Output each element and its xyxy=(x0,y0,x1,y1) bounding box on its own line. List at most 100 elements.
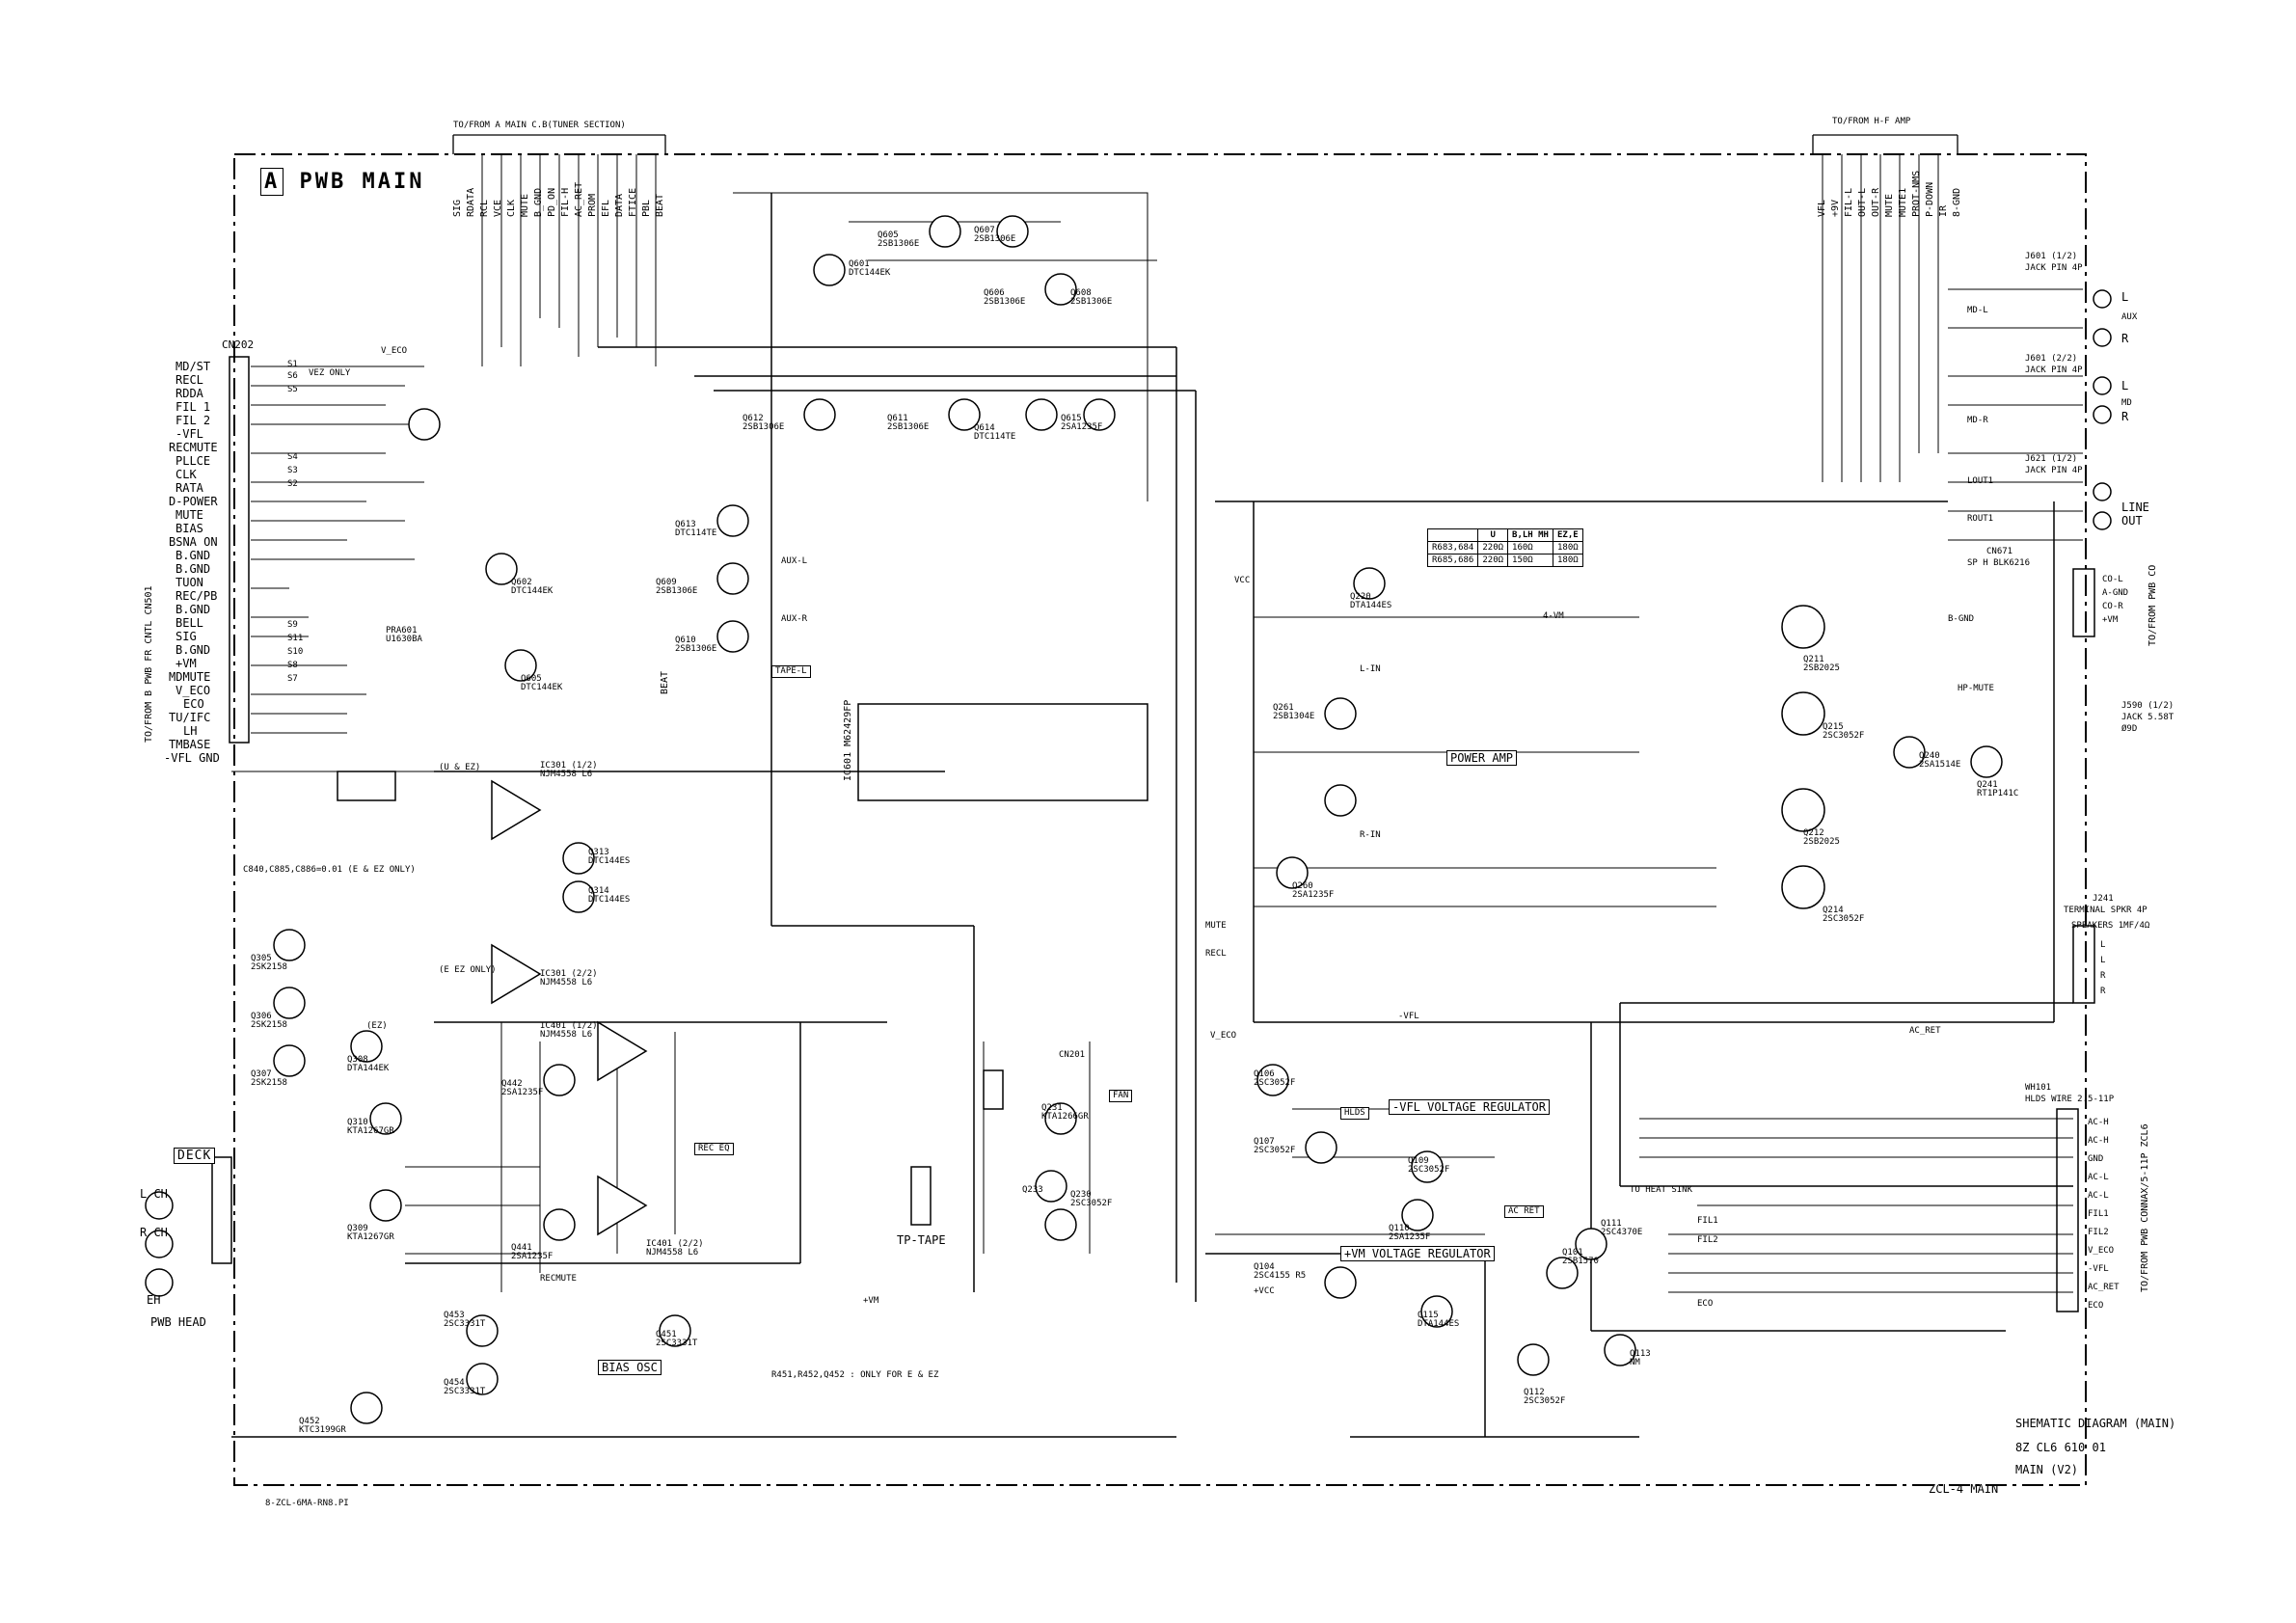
transistor-part: DTC144EK xyxy=(849,268,891,278)
tp-tape-label: TP-TAPE xyxy=(897,1233,946,1247)
transistor-ref: Q104 xyxy=(1254,1262,1275,1272)
cn202-pin: TUON xyxy=(176,576,203,589)
transistor-part: 2SB1306E xyxy=(675,644,717,654)
transistor-part: 2SC3052F xyxy=(1408,1165,1450,1175)
ic601-part: M62429FP xyxy=(843,699,853,746)
jack-ref: J601 (2/2) xyxy=(2025,354,2078,364)
cn202-net: S10 xyxy=(287,647,304,657)
cn202-pin: B.GND xyxy=(176,643,211,657)
net-label: FIL1 xyxy=(1697,1216,1718,1226)
transistor-part: 2SC4155 R5 xyxy=(1254,1271,1307,1281)
table-row: R683,684 220Ω 160Ω 180Ω xyxy=(1426,541,1583,555)
ic301b-label: IC301 (2/2) NJM4558 L6 xyxy=(540,970,598,987)
jack-pin: L xyxy=(2121,290,2129,304)
table-cell: 160Ω xyxy=(1507,541,1553,555)
transistor-ref: Q314 xyxy=(588,886,609,896)
cn671-pin: A-GND xyxy=(2102,588,2129,598)
tuner-header: TO/FROM A MAIN C.B(TUNER SECTION) xyxy=(453,121,626,130)
transistor-ref: Q260 xyxy=(1292,881,1313,891)
transistor-part: DTA144ES xyxy=(1418,1319,1460,1329)
net-label: L-IN xyxy=(1360,664,1381,674)
op-amps xyxy=(491,779,648,1236)
transistor-ref: Q113 xyxy=(1630,1349,1651,1359)
hfamp-pin: P-DOWN xyxy=(1925,181,1935,217)
transistor-part: 2SB1306E xyxy=(887,422,930,432)
hfamp-header: TO/FROM H-F AMP xyxy=(1832,117,1911,126)
j241-pin: R xyxy=(2100,971,2106,981)
cn202-net: S2 xyxy=(287,479,298,489)
net-label: FIL2 xyxy=(1697,1235,1718,1245)
transistor-ref: Q310 xyxy=(347,1118,368,1127)
wh101-pin: FIL2 xyxy=(2088,1228,2109,1237)
tuner-pin: AC_RET xyxy=(574,181,584,217)
hfamp-pin: PROT-NMS xyxy=(1911,170,1922,217)
j241-pin: L xyxy=(2100,940,2106,950)
jack-desc: JACK PIN 4P xyxy=(2025,365,2083,375)
net-label: AUX-L xyxy=(781,556,808,566)
deck-input: R CH xyxy=(140,1226,168,1239)
transistor-part: 2SB1306E xyxy=(1070,297,1113,307)
transistor-ref: Q608 xyxy=(1070,288,1092,298)
transistor-part: 2SK2158 xyxy=(251,1078,287,1088)
cn202-pin: -VFL GND xyxy=(164,751,220,765)
net-label: RECL xyxy=(1205,949,1227,959)
table-header xyxy=(1426,528,1479,542)
jack-ref: J601 (1/2) xyxy=(2025,252,2078,261)
cn202-pin: RDDA xyxy=(176,387,203,400)
tuner-pin: FIL-H xyxy=(560,187,571,217)
cn202-pin: B.GND xyxy=(176,549,211,562)
transistor-part: 2SC3052F xyxy=(1070,1199,1113,1208)
transistor-ref: Q614 xyxy=(974,423,995,433)
vfl-reg-label: -VFL VOLTAGE REGULATOR xyxy=(1389,1099,1550,1115)
note: (U & EZ) xyxy=(439,763,481,772)
cn202-net: S3 xyxy=(287,466,298,475)
transistor-part: 2SB2025 xyxy=(1803,663,1840,673)
transistor-part: 2SA1235F xyxy=(1061,422,1103,432)
wh101-pin: AC-H xyxy=(2088,1118,2109,1127)
net-label: ECO xyxy=(1697,1299,1714,1309)
note: (E EZ ONLY) xyxy=(439,965,497,975)
net-label: V_ECO xyxy=(1210,1031,1237,1041)
cn202-pin: TU/IFC xyxy=(169,711,211,724)
transistor-ref: Q615 xyxy=(1061,414,1082,423)
transistor-ref: Q606 xyxy=(984,288,1005,298)
hfamp-pin: VFL xyxy=(1817,199,1827,217)
cn202-net: S4 xyxy=(287,452,298,462)
jack-desc: JACK PIN 4P xyxy=(2025,263,2083,273)
transistor-ref: Q307 xyxy=(251,1069,272,1079)
cn202-pin: RECL xyxy=(176,373,203,387)
transistor-ref: Q452 xyxy=(299,1417,320,1426)
table-header: B,LH MH xyxy=(1507,528,1553,542)
transistor-part: 2SC3052F xyxy=(1823,914,1865,924)
tuner-pin: FTICE xyxy=(628,187,638,217)
transistor-ref: Q605 xyxy=(521,674,542,684)
transistor-part: DTC114TE xyxy=(675,528,717,538)
net-label: AC_RET xyxy=(1909,1026,1941,1036)
transistor-part: 2SK2158 xyxy=(251,962,287,972)
j590-desc: JACK 5.58T xyxy=(2121,713,2174,722)
ic401b-ref: IC401 (2/2) xyxy=(646,1239,704,1249)
net-label: MD-L xyxy=(1967,306,1988,315)
cn202-pin: MDMUTE xyxy=(169,670,211,684)
net-label: VCC xyxy=(1234,576,1251,585)
wh101-pin: AC-H xyxy=(2088,1136,2109,1146)
cn202-label: CN202 xyxy=(222,338,255,351)
transistor-ref: Q109 xyxy=(1408,1156,1429,1166)
transistor-part: 2SB2025 xyxy=(1803,837,1840,847)
tuner-connector-bundle xyxy=(452,134,1958,154)
footer-sub: MAIN (V2) xyxy=(2015,1463,2079,1476)
cn202-net: S5 xyxy=(287,385,298,394)
power-transistors xyxy=(273,215,2003,1424)
jack-pin: L xyxy=(2121,379,2129,392)
vm-reg-label: +VM VOLTAGE REGULATOR xyxy=(1340,1246,1495,1261)
